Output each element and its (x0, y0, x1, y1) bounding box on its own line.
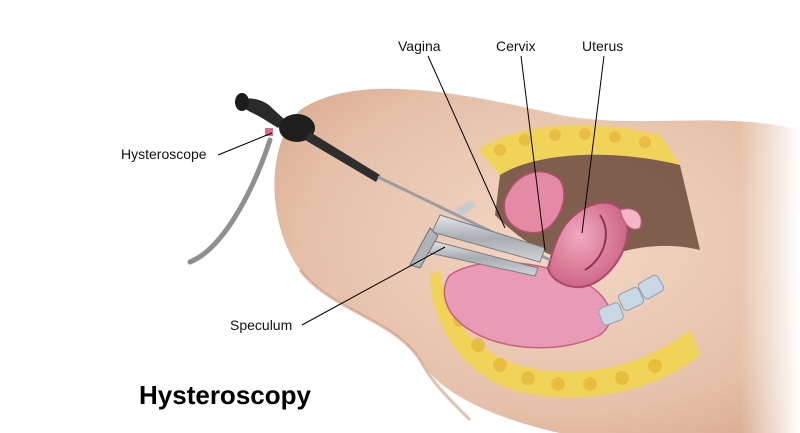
hysteroscope-cable (187, 137, 273, 265)
cervix-leader-line (520, 55, 546, 251)
vagina-leader-line (427, 55, 506, 229)
speculum-label: Speculum (230, 317, 293, 333)
speculum-instrument (409, 200, 546, 277)
hysteroscope-label: Hysteroscope (121, 146, 207, 162)
leader-lines (217, 55, 605, 326)
speculum-leader-line (301, 246, 446, 326)
vagina-label: Vagina (398, 38, 441, 54)
uterus-leader-line (581, 55, 605, 234)
uterus-label: Uterus (582, 38, 624, 54)
cervix-label: Cervix (496, 38, 536, 54)
page-title: Hysteroscopy (139, 380, 311, 410)
hysteroscope-leader-line (217, 132, 273, 156)
